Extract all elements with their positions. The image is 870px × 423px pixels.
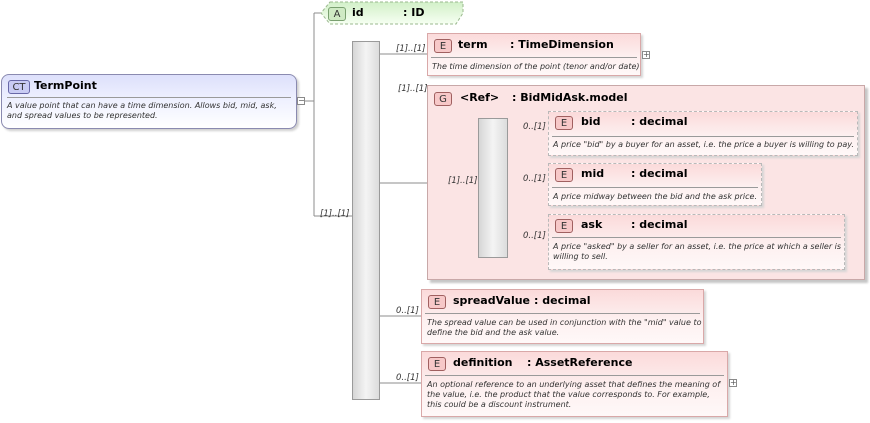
- element-description: A price "asked" by a seller for an asset…: [553, 242, 842, 261]
- element-description: A price midway between the bid and the a…: [553, 192, 757, 201]
- element-term[interactable]: E term : TimeDimension The time dimensio…: [427, 33, 641, 76]
- element-badge: E: [555, 116, 573, 130]
- complex-type-name: TermPoint: [34, 79, 97, 92]
- group-ref-label: <Ref>: [460, 91, 500, 104]
- element-description: The spread value can be used in conjunct…: [427, 318, 702, 337]
- inner-sequence-bar: [478, 118, 508, 258]
- divider: [425, 313, 700, 314]
- term-cardinality: [1]..[1]: [396, 44, 426, 54]
- element-ask[interactable]: E ask : decimal A price "asked" by a sel…: [548, 214, 845, 270]
- element-definition[interactable]: E definition : AssetReference An optiona…: [421, 351, 728, 417]
- group-badge: G: [434, 92, 452, 106]
- element-name: definition: [453, 356, 513, 369]
- bid-cardinality: 0..[1]: [523, 122, 546, 132]
- element-badge: E: [555, 219, 573, 233]
- element-spreadvalue[interactable]: E spreadValue : decimal The spread value…: [421, 289, 704, 344]
- divider: [552, 136, 854, 137]
- element-description: A price "bid" by a buyer for an asset, i…: [553, 140, 854, 149]
- complex-type-termpoint[interactable]: CT TermPoint A value point that can have…: [1, 74, 297, 129]
- divider: [552, 187, 758, 188]
- element-type: : decimal: [631, 218, 688, 231]
- spreadvalue-cardinality: 0..[1]: [396, 306, 419, 316]
- element-bid[interactable]: E bid : decimal A price "bid" by a buyer…: [548, 111, 858, 156]
- attribute-id[interactable]: [320, 1, 466, 25]
- complex-type-badge: CT: [8, 80, 30, 94]
- divider: [552, 237, 841, 238]
- element-name: mid: [581, 167, 605, 180]
- element-type: : AssetReference: [527, 356, 633, 369]
- ask-cardinality: 0..[1]: [523, 231, 546, 241]
- element-type: : decimal: [631, 167, 688, 180]
- element-mid[interactable]: E mid : decimal A price midway between t…: [548, 163, 762, 206]
- element-name: spreadValue: [453, 294, 530, 307]
- complex-type-description: A value point that can have a time dimen…: [7, 101, 277, 120]
- expand-icon[interactable]: +: [642, 50, 650, 59]
- element-badge: E: [555, 168, 573, 182]
- group-cardinality: [1]..[1]: [398, 84, 428, 94]
- element-type: : TimeDimension: [510, 38, 614, 51]
- attribute-name: id: [352, 6, 364, 19]
- group-type: : BidMidAsk.model: [512, 91, 628, 104]
- element-description: The time dimension of the point (tenor a…: [432, 62, 640, 71]
- element-name: term: [458, 38, 488, 51]
- mid-cardinality: 0..[1]: [523, 174, 546, 184]
- element-badge: E: [434, 39, 452, 53]
- element-type: : decimal: [631, 115, 688, 128]
- element-badge: E: [428, 357, 446, 371]
- attribute-type: : ID: [403, 6, 425, 19]
- element-description: An optional reference to an underlying a…: [427, 380, 721, 409]
- expand-icon[interactable]: +: [729, 378, 737, 387]
- element-badge: E: [428, 295, 446, 309]
- element-type: : decimal: [534, 294, 591, 307]
- definition-cardinality: 0..[1]: [396, 373, 419, 383]
- divider: [7, 97, 291, 98]
- element-name: bid: [581, 115, 601, 128]
- collapse-icon[interactable]: −: [297, 96, 305, 105]
- inner-sequence-cardinality: [1]..[1]: [448, 176, 478, 186]
- element-name: ask: [581, 218, 603, 231]
- attribute-badge: A: [328, 7, 346, 21]
- sequence-bar: [352, 41, 380, 400]
- sequence-cardinality: [1]..[1]: [320, 209, 350, 219]
- divider: [431, 57, 637, 58]
- divider: [425, 375, 724, 376]
